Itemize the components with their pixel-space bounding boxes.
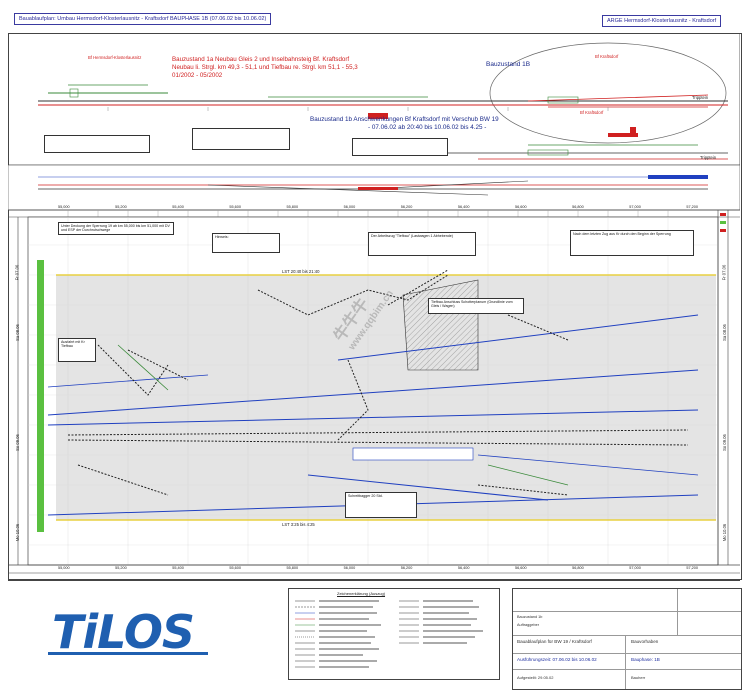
legend-title: Zeichenerklärung (Auszug) bbox=[337, 591, 386, 596]
chart-note-ausfahrt: Ausfahrt mit Kr Tiefbau bbox=[58, 338, 96, 362]
drawing-sheet bbox=[8, 33, 742, 580]
time-axis-left-2: So 09.06 bbox=[14, 434, 20, 451]
station-hermsdorf: Bf Hermsdorf-Klosterlausnitz bbox=[88, 55, 142, 60]
bauzustand-1a-line3: 01/2002 - 05/2002 bbox=[172, 72, 223, 79]
time-axis-right-1: Sa 08.06 bbox=[721, 324, 727, 341]
title-block-line7: Auftraggeber bbox=[517, 623, 539, 627]
km-tick: 56,200 bbox=[400, 566, 413, 570]
time-axis-left-0: Fr 07.06 bbox=[14, 264, 20, 281]
title-block-row bbox=[513, 653, 741, 654]
chart-note-arbeitszug: Der Arbeitszug "Tiefbau" (Lastwagen 1 Ab… bbox=[368, 232, 476, 256]
km-tick: 55,000 bbox=[58, 566, 70, 570]
km-axis-bottom: 55,000 55,200 55,400 55,600 55,800 56,00… bbox=[58, 566, 698, 570]
km-tick: 56,600 bbox=[515, 205, 527, 209]
tilos-logo: TiLOS bbox=[52, 605, 195, 659]
bauzustand-1b-line1: Bauzustand 1b Anschwenkungen Bf Kraftsdo… bbox=[310, 116, 499, 123]
chart-note-tiefbau: Tiefbau Anschluss Schotterplanum (Grundl… bbox=[428, 298, 524, 314]
time-axis-right-2: So 09.06 bbox=[721, 434, 727, 451]
time-axis-right-3: Mo 10.06 bbox=[722, 523, 728, 542]
overview-note-3 bbox=[352, 138, 448, 156]
km-tick: 55,600 bbox=[229, 566, 241, 570]
overview-track-diagram bbox=[8, 33, 740, 165]
km-tick: 57,000 bbox=[629, 205, 641, 209]
km-tick: 56,000 bbox=[343, 205, 356, 209]
lst-label-2: LST 3:25 bis 4:25 bbox=[282, 522, 315, 527]
km-tick: 56,400 bbox=[457, 205, 470, 209]
chart-note-hinweis: Hinweis: bbox=[212, 233, 280, 253]
km-tick: 57,200 bbox=[686, 205, 698, 209]
time-axis-right-0: Fr 07.06 bbox=[721, 264, 727, 281]
km-tick: 56,800 bbox=[572, 566, 584, 570]
km-tick: 56,800 bbox=[572, 205, 584, 209]
logo-underline bbox=[48, 652, 208, 655]
km-tick: 55,600 bbox=[229, 205, 241, 209]
km-tick: 56,200 bbox=[400, 205, 413, 209]
plan-title: Bauablaufplan: Umbau Hermsdorf-Klosterla… bbox=[14, 13, 272, 25]
station-kraftsdorf-lower: Bf Kraftsdorf bbox=[580, 110, 604, 115]
km-tick: 57,200 bbox=[686, 566, 698, 570]
time-axis-left-3: Mo 10.06 bbox=[15, 523, 21, 542]
bauzustand-1a-line2: Neubau li. Strgl. km 49,3 - 51,1 und Tie… bbox=[172, 64, 358, 71]
track-label-tripptis: Tripptein bbox=[692, 95, 709, 100]
legend: Zeichenerklärung (Auszug) bbox=[288, 588, 500, 680]
km-tick: 55,400 bbox=[172, 205, 184, 209]
title-block-row bbox=[513, 635, 741, 636]
title-block-line2: Ausführungszeit: 07.06.02 bis 10.06.02 bbox=[517, 657, 597, 662]
title-block: Bauablaufplan für BW 19 / Kraftsdorf Aus… bbox=[512, 588, 742, 690]
km-tick: 55,800 bbox=[286, 566, 299, 570]
track-label-tripptis-2: Tripptein bbox=[700, 155, 717, 160]
bottom-divider bbox=[8, 580, 740, 581]
title-block-line5: Aufgestellt: 29.05.02 bbox=[517, 675, 554, 680]
legend-symbols bbox=[295, 600, 483, 668]
bauzustand-1b-label: Bauzustand 1B bbox=[486, 61, 531, 68]
station-kraftsdorf: Bf Kraftsdorf bbox=[595, 54, 619, 59]
overview-note-2 bbox=[192, 128, 290, 150]
km-tick: 55,200 bbox=[115, 205, 127, 209]
title-block-row bbox=[513, 669, 741, 670]
chart-note-letzter-zug: Nach dem letzten Zug aus Kr durch den Be… bbox=[570, 230, 694, 256]
km-tick: 55,400 bbox=[172, 566, 184, 570]
title-block-line1: Bauablaufplan für BW 19 / Kraftsdorf bbox=[517, 639, 592, 644]
title-block-col bbox=[677, 589, 678, 635]
chart-note-schreitbagger: Schreitbagger 20 Std. bbox=[345, 492, 417, 518]
bauzustand-1b-line2: - 07.06.02 ab 20:40 bis 10.06.02 bis 4.2… bbox=[368, 124, 487, 131]
km-tick: 55,000 bbox=[58, 205, 70, 209]
km-tick: 56,000 bbox=[343, 566, 356, 570]
km-tick: 55,800 bbox=[286, 205, 299, 209]
overview-note-1 bbox=[44, 135, 150, 153]
contractor-title: ARGE Hermsdorf-Klosterlausnitz - Kraftsd… bbox=[602, 15, 722, 27]
title-block-line3: Bauvorhaben bbox=[631, 639, 659, 644]
km-axis-top: 55,000 55,200 55,400 55,600 55,800 56,00… bbox=[58, 205, 698, 209]
title-block-line6: Bauherr bbox=[631, 675, 646, 680]
title-block-col bbox=[625, 635, 626, 689]
title-block-line4: Bauphase: 1B bbox=[631, 657, 660, 662]
title-block-row bbox=[513, 611, 741, 612]
km-tick: 57,000 bbox=[629, 566, 641, 570]
time-axis-left-1: Sa 08.06 bbox=[14, 324, 20, 341]
chart-note-sperrung: Unter Deckung der Sperrung 19 ab km 55,0… bbox=[58, 222, 174, 235]
title-block-line8: Bauzustand 1b bbox=[517, 615, 543, 619]
km-tick: 56,400 bbox=[457, 566, 470, 570]
km-tick: 56,600 bbox=[515, 566, 527, 570]
km-tick: 55,200 bbox=[115, 566, 127, 570]
bauzustand-1a-line1: Bauzustand 1a Neubau Gleis 2 und Inselba… bbox=[172, 56, 350, 63]
lst-label-1: LST 20:40 bis 21:40 bbox=[282, 269, 320, 274]
